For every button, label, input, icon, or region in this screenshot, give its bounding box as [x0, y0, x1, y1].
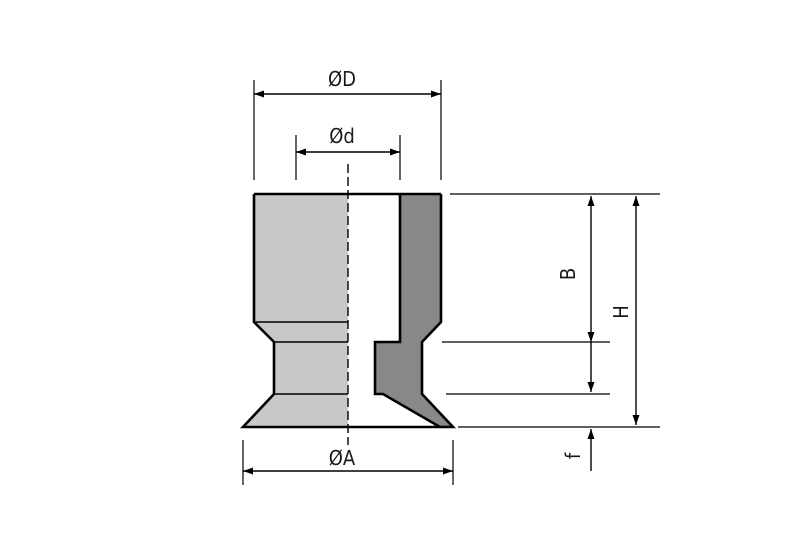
extension-lines — [242, 80, 660, 485]
label-height-h: H — [609, 305, 633, 319]
label-outer-diameter: ØD — [328, 67, 356, 91]
dimension-lines — [243, 90, 640, 475]
cup-left-half — [243, 194, 348, 427]
cup-body — [239, 164, 457, 445]
cup-lip-bore — [348, 394, 440, 427]
label-height-b: B — [556, 268, 580, 280]
label-base-diameter: ØA — [329, 446, 356, 470]
cup-right-section — [375, 194, 453, 427]
cup-neck-bore — [348, 342, 375, 394]
label-offset-f: f — [561, 452, 585, 459]
cup-bore — [348, 194, 400, 342]
label-inner-diameter: Ød — [329, 124, 355, 148]
